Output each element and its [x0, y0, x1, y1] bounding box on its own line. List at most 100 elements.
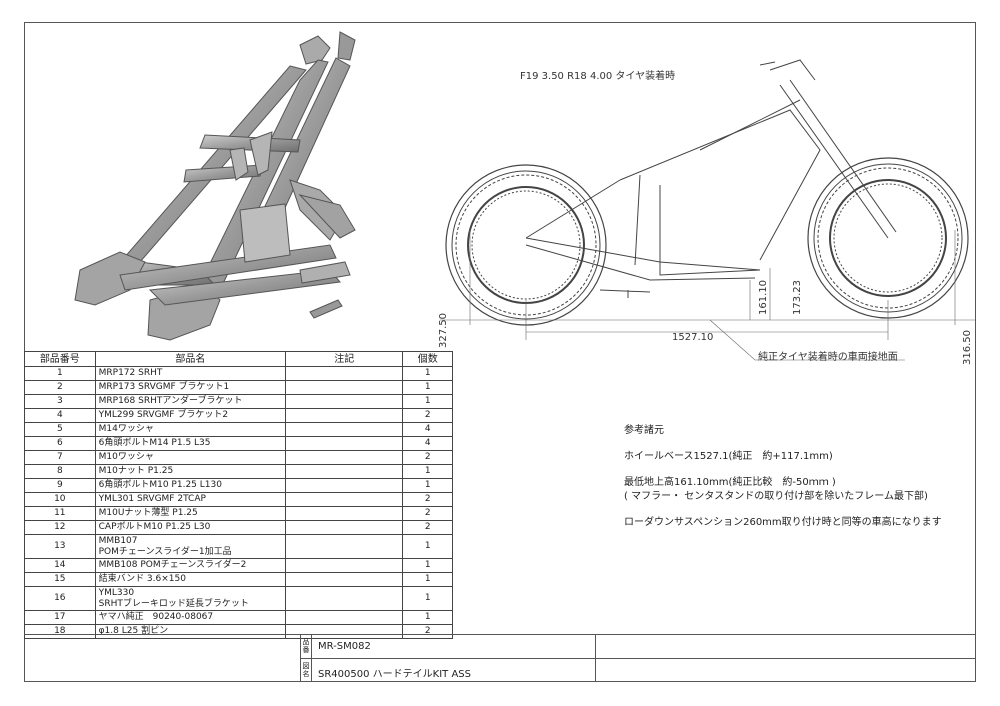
part-number-cell: 15 — [24, 572, 96, 587]
part-number-cell: 13 — [24, 534, 96, 559]
part-name-line: ヤマハ純正 90240-08067 — [98, 612, 214, 622]
quantity-cell: 2 — [402, 624, 453, 639]
part-name-cell: 結束バンド 3.6×150 — [94, 572, 287, 587]
part-name-line: YML299 SRVGMF ブラケット2 — [98, 410, 229, 420]
part-name-line: YML330 — [98, 587, 135, 598]
part-name-cell: CAPボルトM10 P1.25 L30 — [94, 520, 287, 535]
quantity-cell: 1 — [402, 394, 453, 409]
quantity-cell: 1 — [402, 586, 453, 611]
part-name-cell: 6角頭ボルトM14 P1.5 L35 — [94, 436, 287, 451]
part-name-line: M14ワッシャ — [98, 424, 154, 434]
part-number-cell: 14 — [24, 558, 96, 573]
quantity-cell: 2 — [402, 520, 453, 535]
note-cell — [285, 534, 404, 559]
part-name-cell: MRP173 SRVGMF ブラケット1 — [94, 380, 287, 395]
note-cell — [285, 558, 404, 573]
spec-ground-clearance-note: ( マフラー・ センタスタンドの取り付け部を除いたフレーム最下部) — [624, 491, 928, 502]
dim-316: 316.50 — [962, 330, 973, 365]
part-name-line: M10Uナット薄型 P1.25 — [98, 508, 198, 518]
note-cell — [285, 450, 404, 465]
part-name-cell: YML299 SRVGMF ブラケット2 — [94, 408, 287, 423]
note-cell — [285, 506, 404, 521]
frame-3d-illustration — [74, 31, 356, 341]
note-cell — [285, 380, 404, 395]
part-number-cell: 2 — [24, 380, 96, 395]
dim-161: 161.10 — [758, 280, 769, 315]
header-note: 注記 — [285, 351, 404, 367]
quantity-cell: 4 — [402, 436, 453, 451]
part-name-cell: M10ワッシャ — [94, 450, 287, 465]
spec-suspension: ローダウンサスペンション260mm取り付け時と同等の車高になります — [624, 517, 942, 528]
title-block-left-rule — [300, 634, 301, 682]
quantity-cell: 1 — [402, 478, 453, 493]
part-name-line: MRP173 SRVGMF ブラケット1 — [98, 382, 230, 392]
note-cell — [285, 520, 404, 535]
part-number-cell: 4 — [24, 408, 96, 423]
part-no-label: 品番 — [302, 638, 310, 654]
note-cell — [285, 422, 404, 437]
quantity-cell: 2 — [402, 450, 453, 465]
quantity-cell: 1 — [402, 572, 453, 587]
note-cell — [285, 436, 404, 451]
drawing-caption: F19 3.50 R18 4.00 タイヤ装着時 — [520, 71, 676, 82]
dimension-lines — [440, 230, 975, 361]
drawing-name-value: SR400500 ハードテイルKIT ASS — [318, 669, 471, 680]
note-cell — [285, 624, 404, 639]
header-part-name: 部品名 — [94, 351, 287, 367]
quantity-cell: 4 — [402, 422, 453, 437]
note-cell — [285, 610, 404, 625]
part-name-line: MMB108 POMチェーンスライダー2 — [98, 560, 247, 570]
note-cell — [285, 394, 404, 409]
part-name-cell: MRP172 SRHT — [94, 366, 287, 381]
spec-wheelbase: ホイールベース1527.1(純正 約+117.1mm) — [624, 451, 833, 462]
table-header-row: 部品番号 部品名 注記 個数 — [24, 351, 453, 367]
quantity-cell: 1 — [402, 464, 453, 479]
note-cell — [285, 572, 404, 587]
quantity-cell: 2 — [402, 492, 453, 507]
part-name-line: 6角頭ボルトM10 P1.25 L130 — [98, 480, 222, 490]
part-number-cell: 7 — [24, 450, 96, 465]
part-number-cell: 3 — [24, 394, 96, 409]
part-number-cell: 1 — [24, 366, 96, 381]
part-number-cell: 17 — [24, 610, 96, 625]
title-block-top-rule — [24, 634, 976, 635]
note-cell — [285, 464, 404, 479]
part-name-line: CAPボルトM10 P1.25 L30 — [98, 522, 211, 532]
part-name-line-2: POMチェーンスライダー1加工品 — [98, 546, 232, 557]
part-name-cell: MRP168 SRHTアンダーブラケット — [94, 394, 287, 409]
bike-side-view — [445, 59, 969, 326]
reference-specs: 参考諸元 ホイールベース1527.1(純正 約+117.1mm) 最低地上高16… — [624, 424, 942, 530]
part-name-line: φ1.8 L25 割ピン — [98, 626, 169, 636]
drawing-name-label: 図名 — [302, 662, 310, 678]
dim-wheelbase: 1527.10 — [672, 332, 714, 343]
note-cell — [285, 478, 404, 493]
part-no-value: MR-SM082 — [318, 641, 371, 652]
part-name-cell: 6角頭ボルトM10 P1.25 L130 — [94, 478, 287, 493]
part-name-line: YML301 SRVGMF 2TCAP — [98, 494, 206, 504]
quantity-cell: 2 — [402, 408, 453, 423]
part-name-cell: MMB108 POMチェーンスライダー2 — [94, 558, 287, 573]
note-cell — [285, 366, 404, 381]
part-number-cell: 8 — [24, 464, 96, 479]
part-number-cell: 9 — [24, 478, 96, 493]
quantity-cell: 2 — [402, 506, 453, 521]
part-number-cell: 18 — [24, 624, 96, 639]
quantity-cell: 1 — [402, 534, 453, 559]
